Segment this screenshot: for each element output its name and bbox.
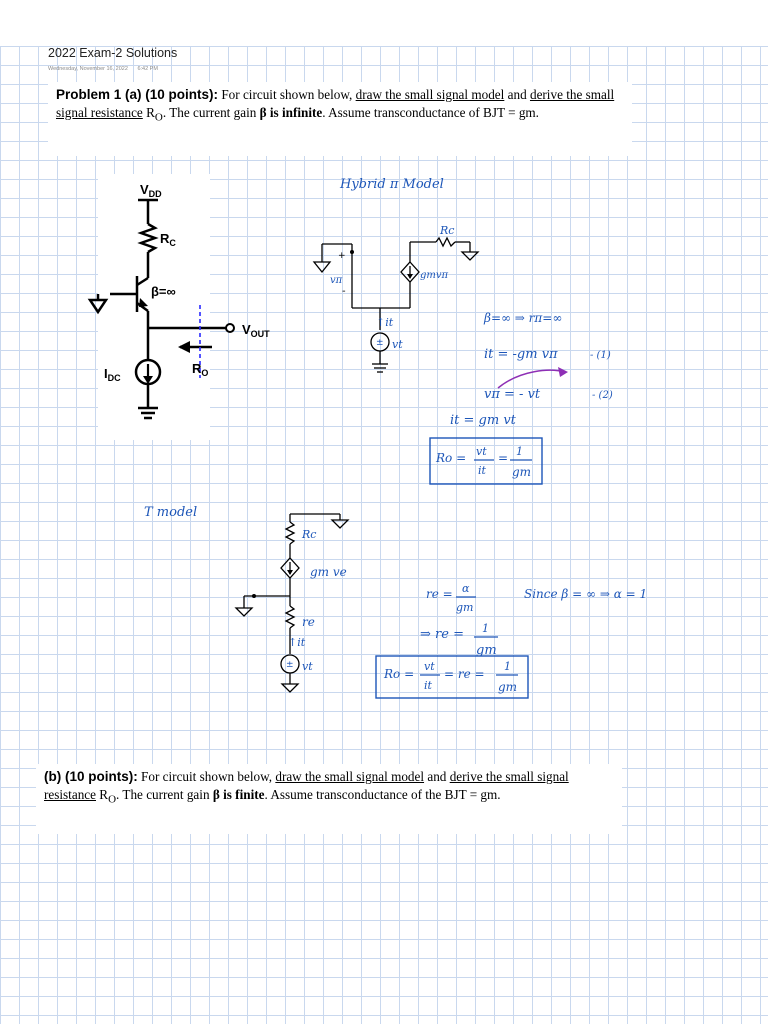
t-ro-den: it bbox=[424, 679, 433, 692]
hybrid-pi-circuit bbox=[312, 236, 480, 373]
hp-result-box bbox=[429, 437, 543, 485]
current-arrow-head bbox=[143, 376, 153, 384]
t-re-label: re bbox=[302, 615, 315, 629]
t-arrow-gm: gm bbox=[476, 643, 497, 658]
t-gm-source-arrow bbox=[287, 570, 293, 575]
vpi-node-dot bbox=[350, 250, 354, 254]
bjt-emitter-arrow bbox=[139, 298, 148, 307]
t-model-circuit bbox=[234, 513, 350, 693]
hp-ro-num: vt bbox=[476, 445, 487, 458]
vdd-label: VDD bbox=[140, 182, 162, 199]
t-ro-num: vt bbox=[424, 660, 435, 673]
hp-gm-label: gmvπ bbox=[420, 270, 449, 281]
page-date: Wednesday, November 16, 2022 bbox=[48, 66, 128, 72]
t-vt-label: vt bbox=[302, 660, 313, 673]
t-gm-label: gm ve bbox=[310, 565, 347, 579]
t-ro-mid: = re = bbox=[444, 667, 485, 681]
page-timestamp: Wednesday, November 16, 2022 6:42 PM bbox=[48, 66, 166, 72]
hp-vt-label: vt bbox=[392, 338, 403, 351]
page-title: 2022 Exam-2 Solutions bbox=[48, 46, 178, 60]
hp-eq-2: vπ = - vt bbox=[484, 387, 541, 402]
header-band bbox=[0, 0, 768, 46]
substitution-arrow bbox=[497, 369, 566, 389]
hp-ro-gm: gm bbox=[512, 465, 531, 479]
t-rc-label: Rc bbox=[301, 528, 316, 541]
ro-label: RO bbox=[192, 361, 208, 378]
hp-rc-label: Rc bbox=[439, 224, 454, 237]
hp-ro-eq: = bbox=[498, 451, 508, 465]
t-model-title: T model bbox=[144, 505, 197, 520]
hp-eq-1: it = -gm vπ bbox=[484, 347, 558, 362]
t-result-box bbox=[375, 655, 529, 699]
problem-1a-statement: Problem 1 (a) (10 points): For circuit s… bbox=[48, 82, 632, 156]
vpi-minus: - bbox=[342, 286, 346, 297]
ro-arrow-head bbox=[178, 341, 190, 353]
hp-ro-den: it bbox=[478, 464, 487, 477]
vpi-label: vπ bbox=[330, 275, 343, 286]
t-re-lhs: re = bbox=[426, 587, 453, 601]
vout-label: VOUT bbox=[242, 322, 270, 339]
vpi-plus: + bbox=[338, 251, 346, 261]
beta-label: β=∞ bbox=[151, 284, 176, 299]
gm-source-arrow bbox=[407, 274, 413, 279]
vout-terminal bbox=[225, 323, 235, 333]
t-ro-lhs: Ro = bbox=[383, 667, 414, 681]
t-vt-source-sign: ± bbox=[286, 660, 294, 670]
t-re-num: α bbox=[462, 582, 470, 595]
t-re-den: gm bbox=[456, 601, 473, 614]
hp-eq-beta: β=∞ ⇒ rπ=∞ bbox=[483, 311, 562, 325]
hp-ro-lhs: Ro = bbox=[435, 451, 466, 465]
problem-1b-statement: (b) (10 points): For circuit shown below… bbox=[36, 764, 622, 834]
t-arrow-one: 1 bbox=[482, 622, 489, 635]
hp-vt-source-sign: ± bbox=[376, 338, 384, 348]
t-base-node-dot bbox=[252, 594, 256, 598]
idc-label: IDC bbox=[104, 366, 121, 383]
rc-label: RC bbox=[160, 231, 176, 248]
hp-ro-one: 1 bbox=[516, 445, 523, 458]
t-arrow-re: ⇒ re = bbox=[420, 627, 464, 642]
t-since-note: Since β = ∞ ⇒ α = 1 bbox=[524, 587, 647, 601]
hp-eq-3: it = gm vt bbox=[450, 413, 517, 428]
t-it-label: ↑it bbox=[288, 636, 306, 649]
t-ro-one: 1 bbox=[504, 660, 511, 673]
hp-it-label: ↑it bbox=[376, 316, 394, 329]
substitution-arrow-head bbox=[558, 367, 568, 377]
hybrid-pi-title: Hybrid π Model bbox=[339, 177, 444, 192]
hp-eq-2-num: - (2) bbox=[592, 390, 613, 401]
hp-eq-1-num: - (1) bbox=[590, 350, 611, 361]
page-time: 6:42 PM bbox=[137, 66, 158, 72]
circuit-diagram bbox=[87, 174, 226, 440]
t-ro-gm: gm bbox=[498, 680, 517, 694]
